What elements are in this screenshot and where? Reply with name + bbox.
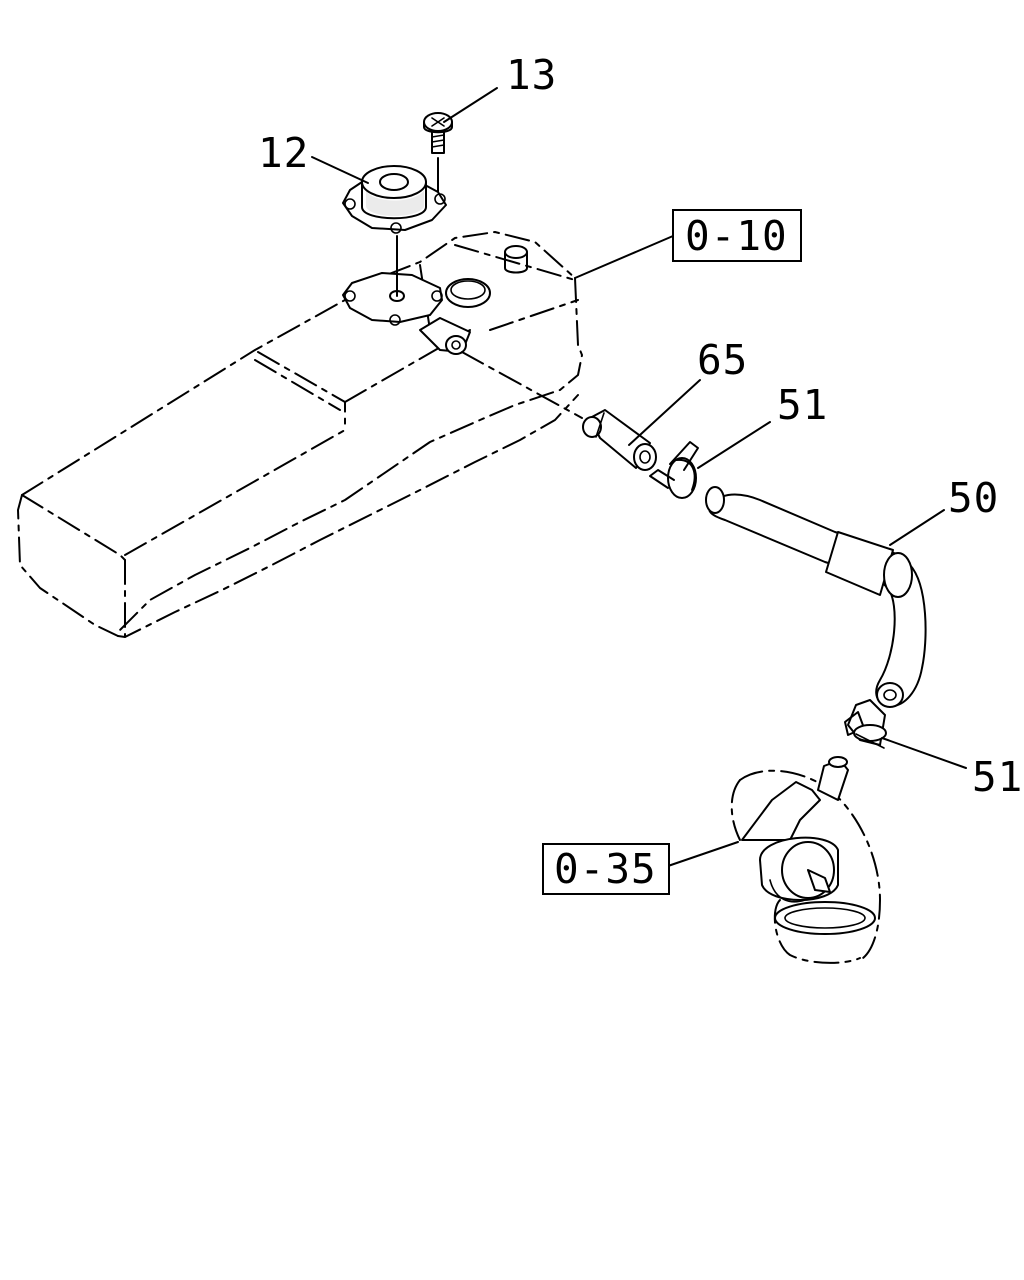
- hose-clamp-51-upper: [649, 441, 699, 499]
- part-label-51-lower: 51: [972, 753, 1023, 801]
- reference-box-0-35: 0-35: [542, 843, 670, 895]
- hose-clamp-51-lower: [844, 699, 887, 749]
- part-label-65: 65: [697, 336, 748, 384]
- reference-label-0-35: 0-35: [554, 845, 657, 893]
- breather-cap-12: [342, 165, 447, 234]
- hose-50: [705, 486, 927, 708]
- screw-13: [423, 112, 453, 154]
- reference-box-0-10: 0-10: [672, 209, 802, 262]
- breather-mount-plate: [342, 272, 471, 355]
- part-label-12: 12: [258, 129, 309, 177]
- axis-line: [461, 351, 583, 419]
- intake-elbow-phantom: [730, 756, 881, 964]
- part-label-13: 13: [506, 51, 557, 99]
- engine-head-cover-phantom: [17, 231, 583, 638]
- part-label-51-upper: 51: [777, 381, 828, 429]
- leader-lines: [311, 87, 967, 867]
- reference-label-0-10: 0-10: [685, 212, 788, 260]
- adapter-tube-65: [582, 409, 657, 471]
- part-label-50: 50: [948, 474, 999, 522]
